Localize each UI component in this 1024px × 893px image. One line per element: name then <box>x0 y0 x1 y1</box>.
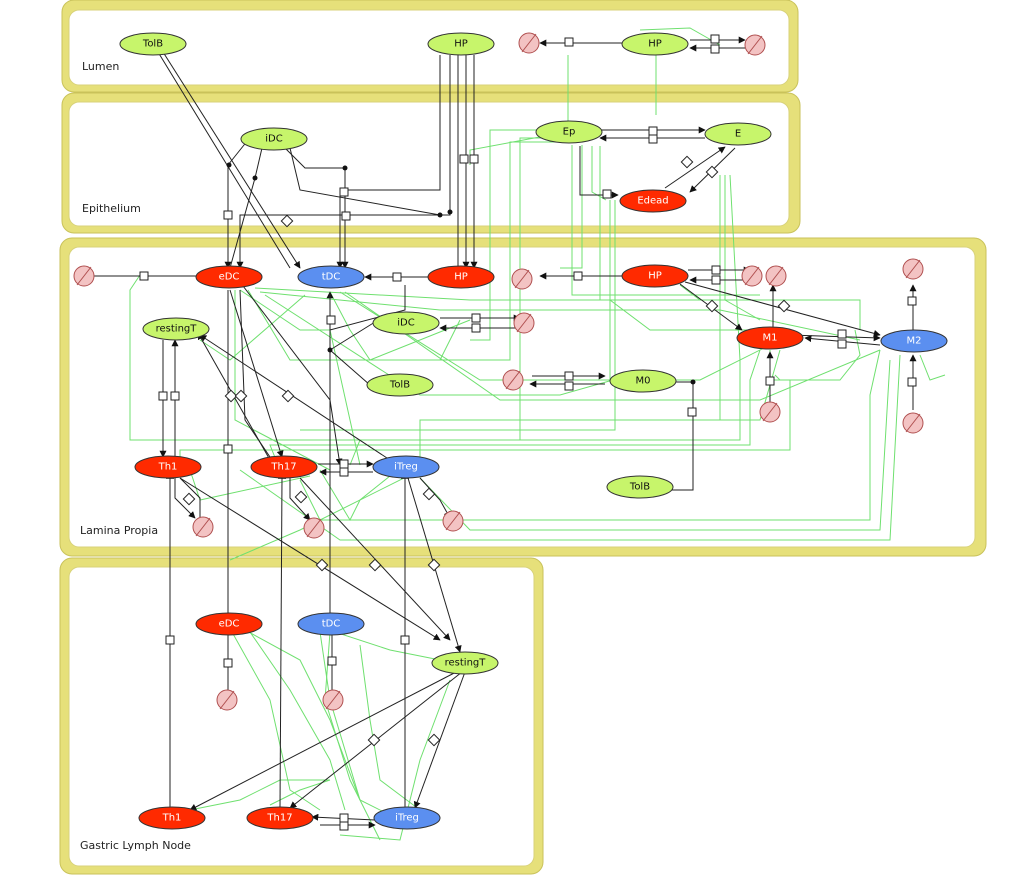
node-label: HP <box>648 39 662 50</box>
entity-nodes: TolB HP HP iDC Ep E Edead eDC tDC HP HP … <box>119 32 948 830</box>
node-lymph-th1[interactable]: Th1 <box>138 806 206 830</box>
node-lymph-restingt[interactable]: restingT <box>431 651 499 675</box>
node-label: eDC <box>219 272 240 283</box>
sink-icon <box>513 312 535 334</box>
node-label: iTreg <box>395 813 419 824</box>
sink-icon <box>759 401 781 423</box>
node-label: HP <box>648 271 662 282</box>
node-label: iDC <box>265 134 282 145</box>
node-label: Ep <box>563 127 576 138</box>
node-lymph-itreg[interactable]: iTreg <box>373 806 441 830</box>
node-label: iTreg <box>394 462 418 473</box>
node-label: Th17 <box>270 462 296 473</box>
node-label: Th1 <box>162 813 182 824</box>
node-lumen-hp[interactable]: HP <box>427 32 495 56</box>
node-lamina-m1[interactable]: M1 <box>736 326 804 350</box>
node-epithelium-edead[interactable]: Edead <box>619 189 687 213</box>
node-label: tDC <box>322 619 341 630</box>
modifier-edges <box>129 27 946 841</box>
node-epithelium-ep[interactable]: Ep <box>535 120 603 144</box>
node-lamina-tolb-2[interactable]: TolB <box>606 475 674 499</box>
node-label: M1 <box>763 333 778 344</box>
node-lamina-hp-2[interactable]: HP <box>621 264 689 288</box>
sink-icon <box>902 258 924 280</box>
compartment-label-gastric-lymph-node: Gastric Lymph Node <box>80 839 191 852</box>
node-label: Th17 <box>266 813 292 824</box>
node-label: eDC <box>219 619 240 630</box>
node-lamina-tdc[interactable]: tDC <box>297 265 365 289</box>
node-label: restingT <box>445 658 487 669</box>
node-lamina-th1[interactable]: Th1 <box>134 455 202 479</box>
node-lamina-edc[interactable]: eDC <box>195 265 263 289</box>
node-lymph-tdc[interactable]: tDC <box>297 612 365 636</box>
node-label: TolB <box>389 380 410 391</box>
node-lumen-hp-2[interactable]: HP <box>621 32 689 56</box>
sink-icon <box>216 689 238 711</box>
sink-icon <box>765 265 787 287</box>
node-lamina-m0[interactable]: M0 <box>609 369 677 393</box>
sink-icon <box>73 265 95 287</box>
sink-icon <box>741 265 763 287</box>
node-label: HP <box>454 39 468 50</box>
node-lamina-hp[interactable]: HP <box>427 265 495 289</box>
node-label: TolB <box>629 482 650 493</box>
node-label: M0 <box>636 376 651 387</box>
degradation-sinks <box>73 32 924 711</box>
junction-dots <box>226 162 696 385</box>
node-label: Edead <box>637 196 668 207</box>
node-label: restingT <box>156 324 198 335</box>
sink-icon <box>518 32 540 54</box>
compartment-label-lumen: Lumen <box>82 60 119 73</box>
sink-icon <box>502 369 524 391</box>
node-label: Th1 <box>158 462 178 473</box>
compartment-label-lamina-propia: Lamina Propia <box>80 524 158 537</box>
node-label: M2 <box>907 336 922 347</box>
node-label: iDC <box>397 318 414 329</box>
sink-icon <box>744 34 766 56</box>
node-lamina-m2[interactable]: M2 <box>880 329 948 353</box>
node-lumen-tolb[interactable]: TolB <box>119 32 187 56</box>
sink-icon <box>511 268 533 290</box>
node-epithelium-idc[interactable]: iDC <box>240 127 308 151</box>
sink-icon <box>303 517 325 539</box>
node-label: TolB <box>142 39 163 50</box>
node-label: tDC <box>322 272 341 283</box>
node-label: E <box>735 129 741 140</box>
compartment-gastric-lymph-node: Gastric Lymph Node <box>59 557 544 875</box>
process-nodes <box>139 34 917 831</box>
sink-icon <box>322 689 344 711</box>
node-lamina-itreg[interactable]: iTreg <box>372 455 440 479</box>
sink-icon <box>902 412 924 434</box>
node-epithelium-e[interactable]: E <box>704 122 772 146</box>
sink-icon <box>192 516 214 538</box>
sink-icon <box>442 510 464 532</box>
node-label: HP <box>454 272 468 283</box>
node-lamina-tolb[interactable]: TolB <box>366 373 434 397</box>
compartment-label-epithelium: Epithelium <box>82 202 141 215</box>
node-lamina-th17[interactable]: Th17 <box>250 455 318 479</box>
node-lamina-restingt[interactable]: restingT <box>142 317 210 341</box>
node-lamina-idc[interactable]: iDC <box>372 311 440 335</box>
node-lymph-edc[interactable]: eDC <box>195 612 263 636</box>
node-lymph-th17[interactable]: Th17 <box>246 806 314 830</box>
